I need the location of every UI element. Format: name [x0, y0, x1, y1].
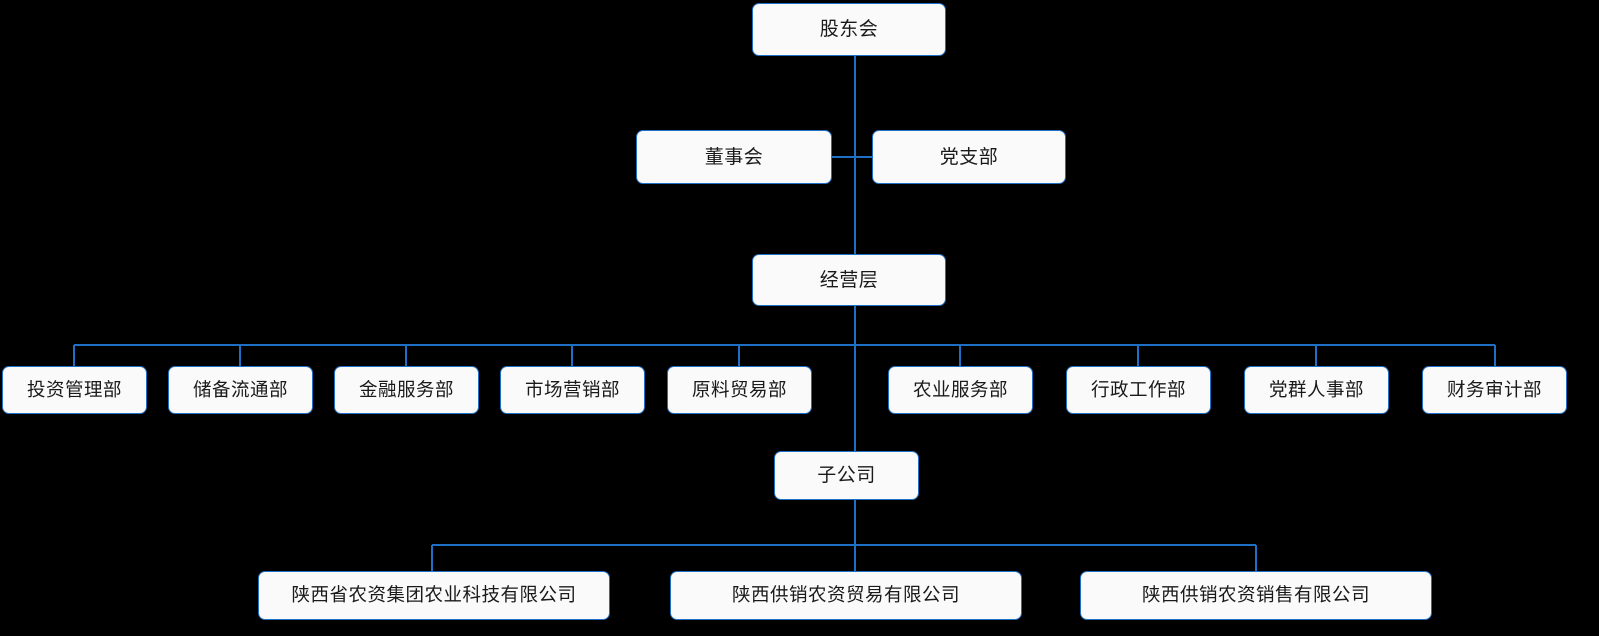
node-subsidiary-agri-tech[interactable]: 陕西省农资集团农业科技有限公司: [258, 571, 610, 620]
node-management-layer[interactable]: 经营层: [752, 254, 946, 306]
node-label: 经营层: [819, 269, 879, 291]
node-label: 储备流通部: [192, 378, 288, 400]
node-party-branch[interactable]: 党支部: [872, 130, 1066, 184]
node-label: 党支部: [939, 146, 999, 168]
node-label: 市场营销部: [524, 378, 620, 400]
node-dept-agricultural-services[interactable]: 农业服务部: [888, 366, 1033, 414]
node-label: 陕西供销农资销售有限公司: [1141, 584, 1370, 606]
node-label: 行政工作部: [1090, 378, 1186, 400]
node-dept-investment-management[interactable]: 投资管理部: [2, 366, 147, 414]
node-dept-financial-services[interactable]: 金融服务部: [334, 366, 479, 414]
node-label: 股东会: [819, 19, 879, 40]
node-label: 党群人事部: [1268, 378, 1364, 400]
node-label: 董事会: [704, 146, 764, 168]
node-subsidiary-group[interactable]: 子公司: [774, 451, 919, 500]
node-subsidiary-agri-sales[interactable]: 陕西供销农资销售有限公司: [1080, 571, 1432, 620]
node-label: 财务审计部: [1446, 378, 1542, 400]
node-label: 陕西供销农资贸易有限公司: [731, 584, 960, 606]
node-dept-finance-audit[interactable]: 财务审计部: [1422, 366, 1567, 414]
node-dept-party-masses-personnel[interactable]: 党群人事部: [1244, 366, 1389, 414]
node-label: 子公司: [817, 465, 876, 486]
node-subsidiary-agri-trade[interactable]: 陕西供销农资贸易有限公司: [670, 571, 1022, 620]
node-shareholders-meeting[interactable]: 股东会: [752, 3, 946, 56]
node-dept-reserve-circulation[interactable]: 储备流通部: [168, 366, 313, 414]
node-board-of-directors[interactable]: 董事会: [636, 130, 832, 184]
node-dept-raw-material-trade[interactable]: 原料贸易部: [667, 366, 812, 414]
node-label: 陕西省农资集团农业科技有限公司: [291, 584, 577, 606]
node-label: 农业服务部: [912, 378, 1008, 400]
node-dept-marketing[interactable]: 市场营销部: [500, 366, 645, 414]
node-label: 投资管理部: [26, 378, 122, 400]
node-dept-administration[interactable]: 行政工作部: [1066, 366, 1211, 414]
node-label: 原料贸易部: [691, 378, 787, 400]
node-label: 金融服务部: [358, 378, 454, 400]
